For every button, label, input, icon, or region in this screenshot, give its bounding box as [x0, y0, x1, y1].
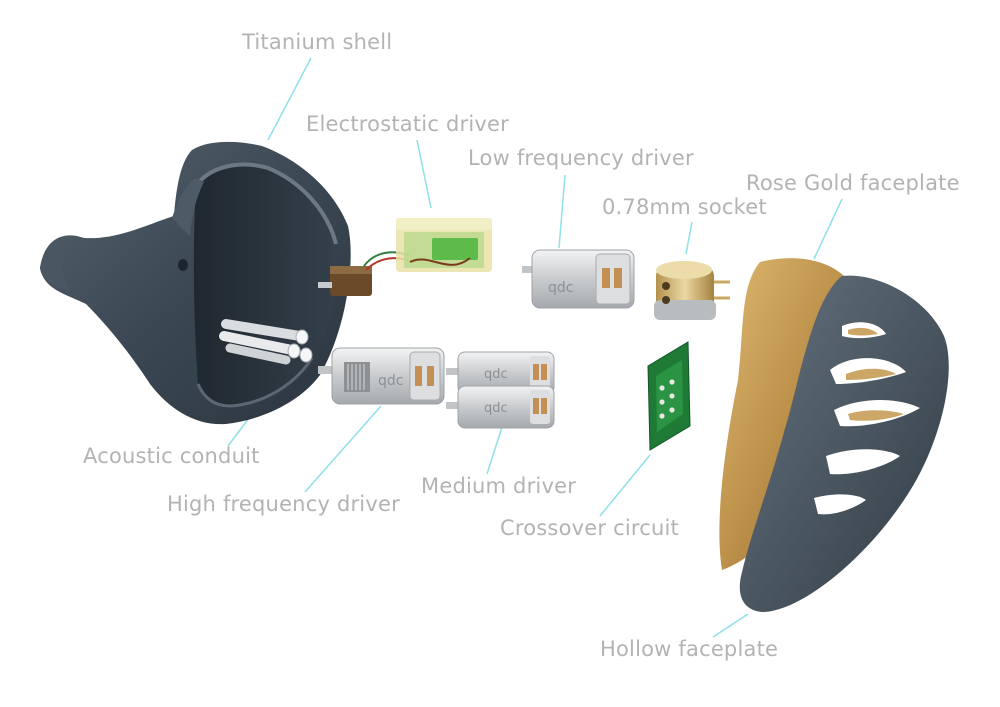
label-socket: 0.78mm socket: [602, 195, 767, 219]
leader-line-titanium-shell: [267, 57, 312, 141]
label-high-frequency-driver: High frequency driver: [167, 492, 400, 516]
leader-line-hollow-faceplate: [712, 613, 749, 638]
label-medium-driver: Medium driver: [421, 474, 577, 498]
label-low-frequency-driver: Low frequency driver: [468, 146, 694, 170]
leader-line-crossover-circuit: [599, 454, 651, 517]
leader-line-socket: [685, 221, 693, 255]
label-titanium-shell: Titanium shell: [242, 30, 393, 54]
hollow-faceplate: [739, 275, 949, 612]
label-electrostatic-driver: Electrostatic driver: [306, 112, 509, 136]
titanium-shell: [40, 141, 351, 425]
driver-logo-high-frequency: qdc: [378, 373, 403, 389]
mmcx-socket: [654, 261, 730, 320]
driver-logo-low-frequency: qdc: [548, 280, 573, 296]
crossover-circuit: [647, 341, 691, 451]
label-acoustic-conduit: Acoustic conduit: [83, 444, 260, 468]
acoustic-conduit: [219, 319, 313, 365]
driver-logo-medium-top: qdc: [484, 367, 508, 382]
label-crossover-circuit: Crossover circuit: [500, 516, 679, 540]
medium-driver: [446, 351, 555, 429]
electrostatic-driver: [396, 218, 492, 272]
high-frequency-driver: [318, 347, 445, 405]
leader-line-low-frequency-driver: [558, 174, 566, 249]
low-frequency-driver: [522, 249, 635, 309]
label-hollow-faceplate: Hollow faceplate: [600, 637, 779, 661]
label-rose-gold-faceplate: Rose Gold faceplate: [746, 171, 960, 195]
leader-line-high-frequency-driver: [304, 405, 382, 493]
leader-line-electrostatic-driver: [416, 139, 432, 209]
leader-line-medium-driver: [486, 426, 503, 475]
leader-line-rose-gold-faceplate: [813, 198, 843, 260]
driver-logo-medium-bottom: qdc: [484, 401, 508, 416]
